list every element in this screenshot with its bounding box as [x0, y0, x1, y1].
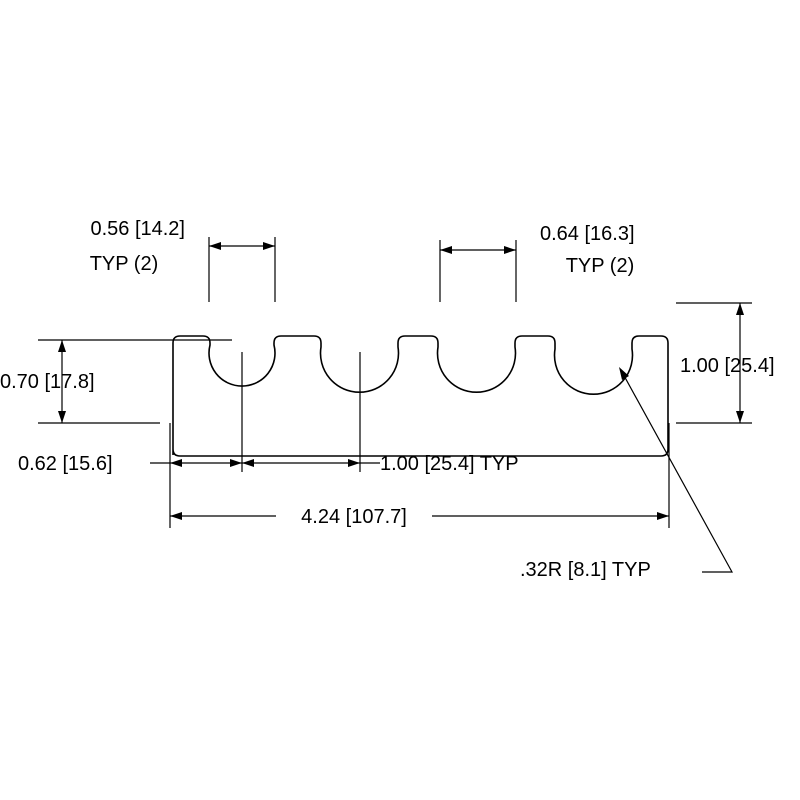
label-slot-opening-note: TYP (2): [90, 253, 159, 275]
arrowhead: [736, 303, 744, 315]
label-edge-to-center: 0.62 [15.6]: [18, 453, 113, 475]
arrowhead: [58, 411, 66, 423]
label-center-spacing: 1.00 [25.4] TYP: [380, 453, 519, 475]
arrowhead: [348, 459, 360, 467]
arrowhead: [242, 459, 254, 467]
label-slot-opening: 0.56 [14.2]: [90, 218, 185, 240]
arrowhead: [657, 512, 669, 520]
arrowhead: [230, 459, 242, 467]
arrowhead: [440, 246, 452, 254]
arrowhead: [170, 459, 182, 467]
label-outer-slot-opening: 0.64 [16.3]: [540, 223, 635, 245]
label-overall-length: 4.24 [107.7]: [301, 506, 407, 528]
arrowhead: [736, 411, 744, 423]
label-overall-height: 1.00 [25.4]: [680, 355, 775, 377]
label-radius: .32R [8.1] TYP: [520, 559, 651, 581]
arrowhead: [504, 246, 516, 254]
radius-leader-line: [621, 371, 734, 573]
arrowhead: [58, 340, 66, 352]
arrowhead: [170, 512, 182, 520]
part-profile: [172, 335, 669, 457]
arrowhead: [263, 242, 275, 250]
arrowhead: [209, 242, 221, 250]
arrowhead: [619, 367, 629, 380]
label-outer-slot-opening-note: TYP (2): [566, 255, 635, 277]
label-slot-depth: 0.70 [17.8]: [0, 371, 95, 393]
